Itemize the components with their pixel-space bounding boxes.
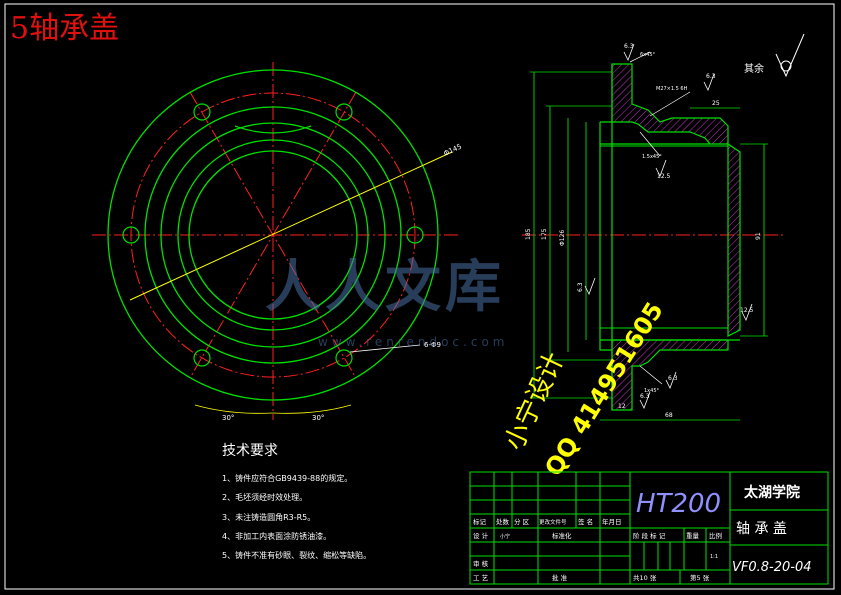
circle-mid-1 — [144, 106, 402, 364]
centerline-diag-2 — [189, 91, 357, 379]
dim-line-phi145 — [129, 151, 453, 301]
section-outline — [599, 64, 740, 410]
roughness-rest: 其余 — [744, 62, 764, 75]
requirement-item: 2、毛坯须经时效处理。 — [222, 492, 307, 502]
roughness-2: 6.3 — [706, 73, 716, 80]
roughness-1: 6.3 — [624, 43, 634, 50]
roughness-6: 6.3 — [668, 375, 678, 382]
bolt-hole-6 — [335, 349, 353, 367]
tb-design: 设 计 — [473, 531, 489, 540]
requirement-item: 3、未注铸造圆角R3-R5。 — [222, 512, 315, 522]
title-block — [469, 471, 829, 585]
tb-drawing-no: VF0.8-20-04 — [732, 560, 812, 575]
tb-sheet-no: 第5 张 — [690, 573, 710, 582]
dim-thread: M27×1.5 6H — [656, 86, 688, 92]
bolt-hole-1 — [122, 226, 140, 244]
dim-holes: 6-Φ9 — [424, 341, 441, 349]
tb-scale-label: 比例 — [709, 531, 722, 540]
tb-part-name: 轴 承 盖 — [736, 521, 787, 537]
requirement-item: 1、铸件应符合GB9439-88的规定。 — [222, 473, 352, 483]
tb-process: 工 艺 — [473, 574, 489, 582]
tb-approve: 批 准 — [552, 573, 568, 582]
tb-review: 审 核 — [473, 559, 489, 568]
dim-25: 25 — [712, 100, 720, 107]
top-view: Φ145 6-Φ9 30° 30° — [92, 62, 463, 422]
requirement-item: 4、非加工内表面涂防锈油漆。 — [222, 531, 331, 541]
dim-126: Φ126 — [559, 230, 566, 246]
tb-stage-label: 阶 段 标 记 — [633, 531, 666, 540]
dim-175: 175 — [541, 228, 548, 240]
roughness-3: 12.5 — [657, 173, 671, 180]
tb-school: 太湖学院 — [744, 484, 800, 501]
watermark: 人人文库 www.renrendoc.com — [265, 255, 508, 349]
outer-circle — [107, 69, 439, 401]
dim-12: 12 — [618, 403, 626, 410]
tb-standardize: 标准化 — [552, 531, 572, 540]
circle-mid-3 — [177, 139, 369, 331]
dim-angle-left: 30° — [222, 414, 234, 422]
tb-header-count: 处数 — [496, 517, 510, 526]
requirement-item: 5、铸件不准有砂眼、裂纹、缩松等缺陷。 — [222, 550, 371, 560]
dim-91: 91 — [755, 232, 762, 240]
dim-phi145: Φ145 — [442, 143, 462, 158]
bolt-hole-5 — [193, 349, 211, 367]
section-wall — [727, 142, 741, 337]
tb-total-sheets: 共10 张 — [633, 573, 657, 582]
drawing-frame — [4, 3, 835, 590]
dim-185: 185 — [525, 228, 532, 240]
bolt-hole-4 — [335, 103, 353, 121]
roughness-5: 12.5 — [740, 307, 754, 314]
leader-holes — [349, 344, 421, 353]
tb-designer-name: 小宁 — [500, 533, 510, 540]
tb-header-sign: 签 名 — [578, 517, 593, 526]
tb-weight-label: 重量 — [686, 532, 700, 540]
tb-header-zone: 分 区 — [514, 517, 530, 526]
dim-chamfer-mid: 1.5x45° — [642, 154, 662, 160]
tb-scale: 1:1 — [710, 554, 718, 560]
dim-angle-right: 30° — [312, 414, 324, 422]
dim-chamfer-bot: 1x45° — [644, 388, 660, 394]
roughness-4: 6.3 — [577, 282, 584, 292]
tb-header-date: 年月日 — [602, 517, 622, 526]
requirements-heading: 技术要求 — [222, 443, 278, 459]
drawing-title: 5轴承盖 — [10, 11, 120, 46]
tb-header-mark: 标记 — [473, 517, 487, 526]
dim-68: 68 — [665, 412, 673, 419]
watermark-url: www.renrendoc.com — [318, 335, 508, 349]
dim-chamfer-top: 6x45° — [640, 52, 656, 58]
watermark-brand: 人人文库 — [265, 255, 505, 320]
roughness-7: 6.3 — [640, 393, 650, 400]
tb-material: HT200 — [636, 489, 721, 519]
bolt-hole-3 — [193, 103, 211, 121]
tech-requirements: 技术要求 1、铸件应符合GB9439-88的规定。 2、毛坯须经时效处理。 3、… — [222, 443, 371, 560]
tb-header-docno: 更改文件号 — [539, 518, 567, 526]
section-view: 185 175 Φ126 91 68 12 25 6x45° M27×1.5 6… — [522, 33, 805, 421]
circle-inner — [188, 150, 358, 320]
circle-mid-2 — [160, 122, 386, 348]
bolt-hole-2 — [406, 226, 424, 244]
bolt-circle — [130, 92, 416, 378]
